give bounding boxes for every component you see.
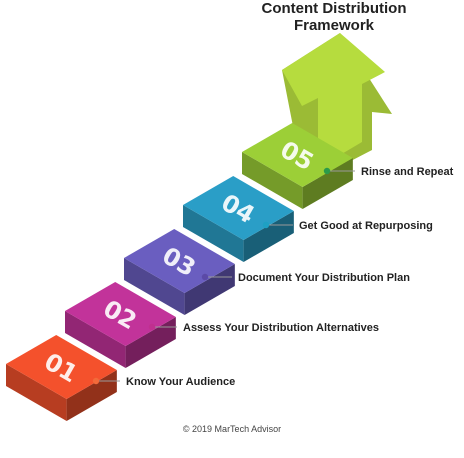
connector-dot-01	[92, 377, 100, 385]
connector-dot-03	[201, 273, 209, 281]
step-front-02	[65, 311, 126, 368]
step-label-05: Rinse and Repeat	[361, 166, 454, 178]
connector-dot-02	[148, 323, 156, 331]
step-label-04: Get Good at Repurposing	[299, 220, 433, 232]
title-line-1: Content Distribution	[261, 0, 407, 17]
step-front-05	[242, 152, 303, 209]
step-top-02	[65, 282, 176, 346]
arrow-head	[282, 33, 385, 168]
step-side-02	[125, 317, 176, 368]
copyright-credit: © 2019 MarTech Advisor	[182, 424, 282, 434]
step-front-01	[6, 364, 67, 421]
step-label-03: Document Your Distribution Plan	[238, 272, 410, 284]
step-label-01: Know Your Audience	[126, 376, 236, 388]
step-front-04	[183, 205, 244, 262]
step-front-03	[124, 258, 185, 315]
connector-dot-05	[323, 167, 331, 175]
connector-dot-04	[262, 221, 270, 229]
step-top-01	[6, 335, 117, 399]
step-label-02: Assess Your Distribution Alternatives	[183, 322, 380, 334]
step-side-01	[66, 370, 117, 421]
title-line-2: Framework	[293, 17, 375, 34]
step-side-04	[243, 211, 294, 262]
